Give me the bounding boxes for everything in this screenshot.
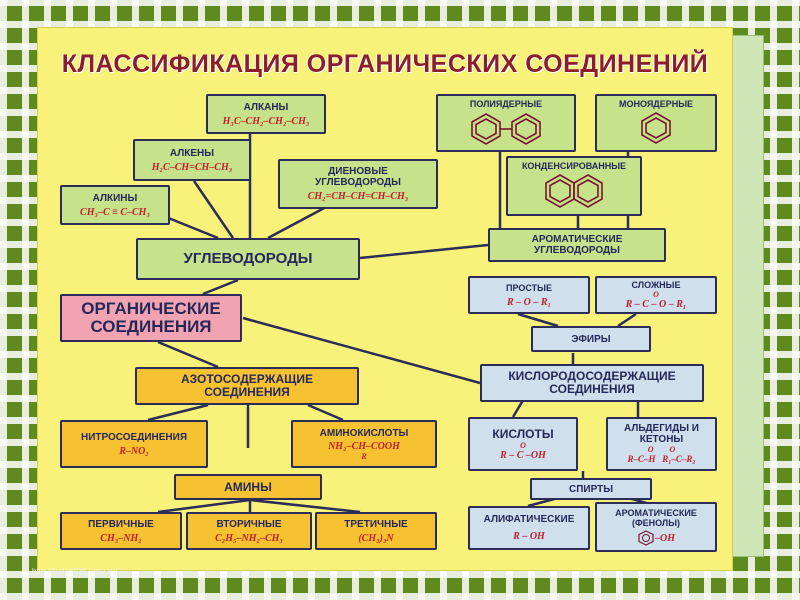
aldehydes-ketones-label: АЛЬДЕГИДЫ И КЕТОНЫ [624,423,699,445]
phenols-label: АРОМАТИЧЕСКИЕ (ФЕНОЛЫ) [615,508,697,528]
polynuclear-label: ПОЛИЯДЕРНЫЕ [469,99,543,109]
aldehydes-ketones-box: АЛЬДЕГИДЫ И КЕТОНЫ O O R–C–H R₁–C–R₂ [606,417,717,471]
alkanes-label: АЛКАНЫ [243,101,289,113]
naphthalene-icon [545,174,603,208]
mononuclear-box: МОНОЯДЕРНЫЕ [595,94,717,152]
simple-ethers-box: ПРОСТЫЕ R – O – R₁ [468,276,590,314]
organic-compounds-box: ОРГАНИЧЕСКИЕ СОЕДИНЕНИЯ [60,294,242,342]
complex-ethers-formula: R – C – O – R₁ [625,299,687,310]
oxygen-box: КИСЛОРОДОСОДЕРЖАЩИЕ СОЕДИНЕНИЯ [480,364,704,402]
alkenes-box: АЛКЕНЫ H₂C–CH=CH–CH₃ [133,139,251,181]
phenol-formula-row: –OH [637,530,675,546]
aromatic-label: АРОМАТИЧЕСКИЕ УГЛЕВОДОРОДЫ [531,234,623,256]
nitro-box: НИТРОСОЕДИНЕНИЯ R–NO₂ [60,420,208,468]
nitrogen-box: АЗОТОСОДЕРЖАЩИЕ СОЕДИНЕНИЯ [135,367,359,405]
alkynes-label: АЛКИНЫ [92,192,138,204]
amino-acids-formula: NH₂–CH–COOH [328,440,400,452]
classification-poster: КЛАССИФИКАЦИЯ ОРГАНИЧЕСКИХ СОЕДИНЕНИЙ АЛ… [38,28,732,570]
alkynes-box: АЛКИНЫ CH₃–C ≡ C–CH₃ [60,185,170,225]
acids-formula: R – C –OH [500,449,546,461]
acids-label: КИСЛОТЫ [492,426,554,441]
aliphatic-label: АЛИФАТИЧЕСКИЕ [483,514,575,525]
alcohols-label: СПИРТЫ [568,483,614,495]
secondary-label: ВТОРИЧНЫЕ [216,518,282,530]
phenols-formula: –OH [655,532,675,544]
alkenes-formula: H₂C–CH=CH–CH₃ [151,161,233,173]
dienes-label: ДИЕНОВЫЕ УГЛЕВОДОРОДЫ [315,166,401,188]
simple-ethers-formula: R – O – R₁ [506,296,552,308]
complex-ethers-box: СЛОЖНЫЕ O R – C – O – R₁ [595,276,717,314]
source-url: http://linda6035.ucoz.ru/ [32,567,118,576]
alkenes-label: АЛКЕНЫ [169,147,215,159]
phenol-ring-icon [638,530,654,546]
dienes-formula: CH₂=CH–CH=CH–CH₃ [307,191,409,202]
primary-label: ПЕРВИЧНЫЕ [88,518,154,530]
ethers-box: ЭФИРЫ [531,326,651,352]
primary-amines-box: ПЕРВИЧНЫЕ CH₃–NH₂ [60,512,182,550]
nitro-formula: R–NO₂ [119,445,149,457]
dienes-box: ДИЕНОВЫЕ УГЛЕВОДОРОДЫ CH₂=CH–CH=CH–CH₃ [278,159,438,209]
condensed-label: КОНДЕНСИРОВАННЫЕ [521,161,627,171]
biphenyl-icon [471,113,541,145]
amino-acids-label: АМИНОКИСЛОТЫ [319,427,409,439]
oxygen-label: КИСЛОРОДОСОДЕРЖАЩИЕ СОЕДИНЕНИЯ [508,369,676,396]
simple-ethers-label: ПРОСТЫЕ [506,282,552,293]
condensed-box: КОНДЕНСИРОВАННЫЕ [506,156,642,216]
nitro-label: НИТРОСОЕДИНЕНИЯ [80,431,188,443]
acids-oxygen: O [520,440,526,450]
primary-formula: CH₃–NH₂ [100,532,142,544]
amino-acids-radical: R [361,451,367,461]
aromatic-box: АРОМАТИЧЕСКИЕ УГЛЕВОДОРОДЫ [488,228,666,262]
mononuclear-label: МОНОЯДЕРНЫЕ [618,99,694,109]
aldehydes-ketones-formula: R–C–H R₁–C–R₂ [627,454,696,464]
hydrocarbons-box: УГЛЕВОДОРОДЫ [136,238,360,280]
acids-box: КИСЛОТЫ O R – C –OH [468,417,578,471]
alkanes-formula: H₃C–CH₂–CH₂–CH₃ [222,115,310,127]
nitrogen-label: АЗОТОСОДЕРЖАЩИЕ СОЕДИНЕНИЯ [180,372,314,399]
aliphatic-formula: R – OH [513,531,545,542]
secondary-formula: C₂H₅–NH₂–CH₃ [215,532,283,544]
tertiary-amines-box: ТРЕТИЧНЫЕ (CH₃)₃N [315,512,437,550]
page-title: КЛАССИФИКАЦИЯ ОРГАНИЧЕСКИХ СОЕДИНЕНИЙ [61,50,709,78]
alcohols-box: СПИРТЫ [530,478,652,500]
aldehydes-oxygen: O O [647,445,676,454]
hydrocarbons-label: УГЛЕВОДОРОДЫ [183,250,313,267]
secondary-amines-box: ВТОРИЧНЫЕ C₂H₅–NH₂–CH₃ [186,512,312,550]
complex-ethers-oxygen: O [653,290,659,299]
benzene-icon [641,112,671,144]
ethers-label: ЭФИРЫ [571,333,611,345]
amines-box: АМИНЫ [174,474,322,500]
amino-acids-box: АМИНОКИСЛОТЫ NH₂–CH–COOH R [291,420,437,468]
polynuclear-box: ПОЛИЯДЕРНЫЕ [436,94,576,152]
aliphatic-alcohols-box: АЛИФАТИЧЕСКИЕ R – OH [468,506,590,550]
phenols-box: АРОМАТИЧЕСКИЕ (ФЕНОЛЫ) –OH [595,502,717,552]
alkynes-formula: CH₃–C ≡ C–CH₃ [80,206,150,218]
tertiary-label: ТРЕТИЧНЫЕ [344,518,408,530]
complex-ethers-label: СЛОЖНЫЕ [631,280,681,290]
organic-compounds-label: ОРГАНИЧЕСКИЕ СОЕДИНЕНИЯ [81,299,221,336]
alkanes-box: АЛКАНЫ H₃C–CH₂–CH₂–CH₃ [206,94,326,134]
tertiary-formula: (CH₃)₃N [358,532,394,544]
amines-label: АМИНЫ [224,479,272,494]
